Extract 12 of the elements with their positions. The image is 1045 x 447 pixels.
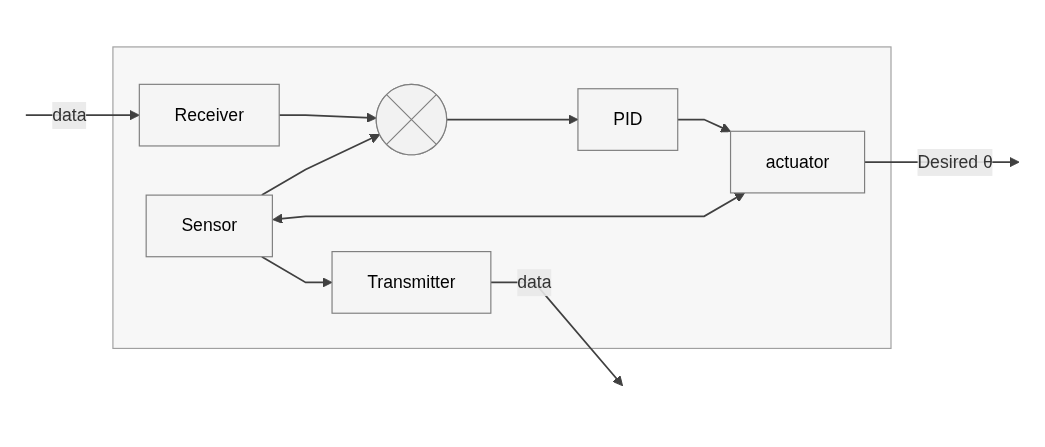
node-box: Sensor [145, 194, 273, 258]
node-box: PID [577, 88, 679, 151]
arrow [260, 255, 333, 288]
arrow [272, 192, 745, 224]
node-box: Receiver [138, 83, 280, 147]
arrow [260, 133, 381, 196]
node-box: actuator [729, 130, 866, 194]
node-box: Transmitter [331, 251, 492, 314]
cluster [112, 46, 892, 349]
edge-label: Desired θ [917, 151, 993, 172]
edge-label: data [52, 104, 87, 125]
edge-label: data [517, 271, 552, 292]
